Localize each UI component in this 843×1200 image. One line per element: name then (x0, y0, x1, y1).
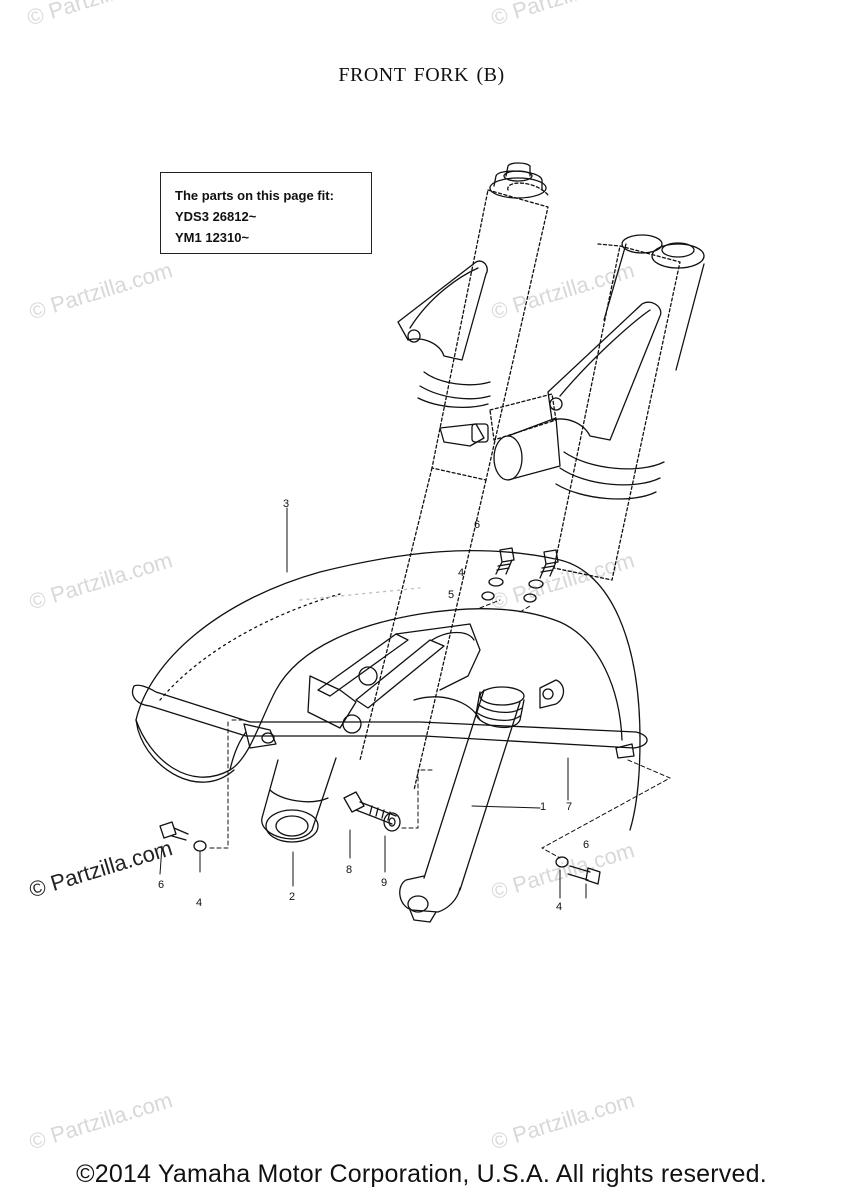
lower-fork-left (261, 757, 337, 843)
callout-label: 9 (381, 877, 387, 889)
fitment-box: The parts on this page fit: YDS3 26812~ … (160, 172, 372, 254)
bolt-lower-left (159, 821, 207, 852)
fitment-model: YM1 12310~ (175, 230, 250, 245)
upper-fork-right (553, 243, 681, 581)
front-fender (135, 549, 641, 831)
fitment-heading: The parts on this page fit: (175, 188, 334, 203)
callout-label: 2 (289, 891, 295, 903)
callout-label: 3 (283, 498, 289, 510)
callout-label: 5 (448, 589, 454, 601)
connection-brackets (207, 599, 671, 859)
page-title: FRONT FORK (B) (338, 64, 505, 86)
bolt-8 (343, 791, 397, 825)
callout-label: 1 (540, 801, 546, 813)
callout-label: 4 (196, 897, 202, 909)
upper-fork-left (359, 182, 549, 791)
callout-label: 6 (583, 839, 589, 851)
lower-fork-right (399, 679, 565, 923)
leader-lines (159, 507, 587, 899)
callouts: 1 2 3 4 4 4 5 6 6 6 7 8 9 (158, 498, 589, 913)
cross-brace (439, 393, 561, 481)
callout-label: 7 (566, 801, 572, 813)
bolt-lower-right (555, 856, 601, 885)
bolt-upper-left (495, 547, 515, 575)
copyright-notice: ©2014 Yamaha Motor Corporation, U.S.A. A… (76, 1160, 767, 1188)
fender-stay (131, 684, 648, 759)
fitment-model: YDS3 26812~ (175, 209, 257, 224)
fork-cover-right (547, 301, 665, 500)
fork-cap-left (489, 162, 547, 199)
washer-9 (383, 812, 401, 832)
fork-cover-left (397, 260, 491, 408)
fork-cap-right (603, 234, 705, 371)
callout-label: 8 (346, 864, 352, 876)
callout-label: 6 (158, 879, 164, 891)
bolt-upper-right (539, 549, 559, 579)
callout-label: 4 (458, 567, 464, 579)
callout-label: 4 (556, 901, 562, 913)
washers-upper (481, 577, 544, 603)
fender-brace (307, 623, 481, 734)
callout-label: 6 (474, 519, 480, 531)
